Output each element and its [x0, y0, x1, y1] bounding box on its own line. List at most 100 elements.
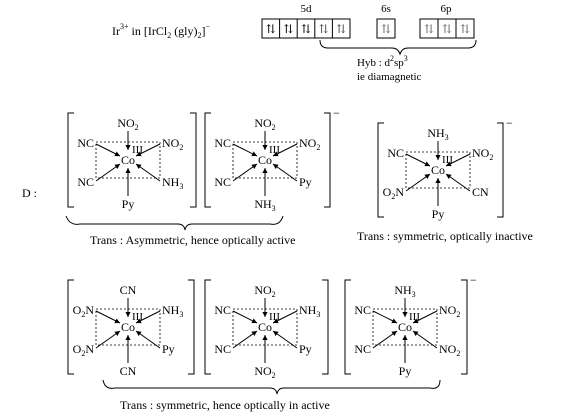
- arrowhead-icon: [262, 335, 268, 340]
- complex-charge: −: [470, 273, 477, 287]
- dotted-electron-pair-icon: ⇅: [442, 22, 452, 36]
- oxidation-state: III: [132, 144, 143, 156]
- oxidation-state: III: [442, 154, 453, 166]
- arrowhead-icon: [262, 312, 268, 317]
- ligand-top-left: NC: [387, 146, 404, 160]
- ion-label: Ir3+ in [IrCl2 (gly)2]−: [112, 22, 211, 40]
- ligand-top-left: NC: [214, 136, 231, 150]
- arrowhead-icon: [125, 145, 131, 150]
- arrowhead-icon: [251, 318, 257, 324]
- ligand-bottom-left: O2N: [383, 185, 405, 201]
- ligand-bottom-right: CN: [472, 185, 489, 199]
- ligand-top-left: NC: [354, 303, 371, 317]
- row1-left-caption: Trans : Asymmetric, hence optically acti…: [90, 233, 296, 247]
- right-bracket: [190, 112, 197, 208]
- arrowhead-icon: [251, 331, 257, 337]
- orbital-5d-boxes: ⇅ ⇅ ⇅ ⇅ ⇅: [261, 18, 351, 39]
- hybridization-label: Hyb : d2sp3: [357, 54, 408, 69]
- dotted-electron-pair-icon: ⇅: [319, 22, 329, 36]
- ligand-top-right: NO2: [162, 136, 183, 152]
- arrowhead-icon: [273, 164, 279, 170]
- arrowhead-icon: [136, 318, 142, 324]
- arrowhead-icon: [136, 164, 142, 170]
- orbital-6s-label: 6s: [381, 3, 391, 15]
- central-metal: Co: [121, 153, 135, 167]
- row2-brace: [102, 379, 441, 395]
- ligand-bottom: NO2: [254, 364, 275, 380]
- arrowhead-icon: [402, 335, 408, 340]
- oxidation-state: III: [269, 311, 280, 323]
- ligand-top-right: NO2: [299, 136, 320, 152]
- arrowhead-icon: [262, 168, 268, 173]
- right-bracket: [188, 279, 195, 375]
- ligand-top-left: O2N: [73, 303, 95, 319]
- row2-caption: Trans : symmetric, hence optically in ac…: [120, 398, 330, 412]
- ligand-bottom-right: NO2: [439, 342, 460, 358]
- dotted-electron-pair-icon: ⇅: [336, 22, 346, 36]
- ligand-top-left: NC: [77, 136, 94, 150]
- right-bracket: [497, 122, 504, 218]
- arrowhead-icon: [413, 331, 419, 337]
- hybridization-brace: [319, 39, 477, 56]
- ligand-top-left: NC: [214, 303, 231, 317]
- ligand-bottom-left: NC: [354, 342, 371, 356]
- ligand-bottom-right: Py: [299, 175, 312, 189]
- oxidation-state: III: [269, 144, 280, 156]
- row1-brace: [65, 215, 284, 231]
- arrowhead-icon: [251, 164, 257, 170]
- left-bracket: [204, 279, 211, 375]
- complex-charge: −: [506, 116, 513, 130]
- arrowhead-icon: [136, 331, 142, 337]
- ligand-top: NO2: [117, 116, 138, 132]
- oxidation-state: III: [132, 311, 143, 323]
- arrowhead-icon: [251, 151, 257, 157]
- left-bracket: [377, 122, 384, 218]
- arrowhead-icon: [446, 174, 452, 180]
- complex-charge: −: [333, 106, 340, 120]
- arrowhead-icon: [273, 331, 279, 337]
- central-metal: Co: [258, 320, 272, 334]
- central-metal: Co: [431, 163, 445, 177]
- electron-pair-icon: ⇅: [301, 22, 311, 36]
- arrowhead-icon: [391, 331, 397, 337]
- ir-configuration-header: Ir3+ in [IrCl2 (gly)2]− 5d 6s 6p ⇅ ⇅ ⇅ ⇅…: [112, 3, 477, 83]
- ligand-bottom-right: NH3: [162, 175, 183, 191]
- left-bracket: [344, 279, 351, 375]
- arrowhead-icon: [273, 318, 279, 324]
- ligand-bottom-left: O2N: [73, 342, 95, 358]
- ligand-bottom-left: NC: [214, 342, 231, 356]
- electron-pair-icon: ⇅: [283, 22, 293, 36]
- dotted-electron-pair-icon: ⇅: [424, 22, 434, 36]
- arrowhead-icon: [446, 161, 452, 167]
- ligand-bottom-left: NC: [77, 175, 94, 189]
- ligand-bottom-left: NC: [214, 175, 231, 189]
- ligand-bottom-right: Py: [162, 342, 175, 356]
- arrowhead-icon: [125, 312, 131, 317]
- ligand-top-right: NO2: [472, 146, 493, 162]
- magnetic-label: ie diamagnetic: [357, 71, 422, 83]
- arrowhead-icon: [125, 168, 131, 173]
- arrowhead-icon: [402, 312, 408, 317]
- arrowhead-icon: [114, 151, 120, 157]
- oxidation-state: III: [409, 311, 420, 323]
- orbital-6s-box: ⇅: [376, 18, 396, 39]
- arrowhead-icon: [262, 145, 268, 150]
- section-d-label: D :: [22, 186, 37, 200]
- ligand-bottom: Py: [432, 207, 445, 221]
- arrowhead-icon: [413, 318, 419, 324]
- arrowhead-icon: [424, 174, 430, 180]
- left-bracket: [67, 279, 74, 375]
- ligand-bottom: CN: [120, 364, 137, 378]
- ligand-top-right: NH3: [299, 303, 320, 319]
- central-metal: Co: [258, 153, 272, 167]
- arrowhead-icon: [125, 335, 131, 340]
- arrowhead-icon: [435, 178, 441, 183]
- ligand-bottom: NH3: [254, 197, 275, 213]
